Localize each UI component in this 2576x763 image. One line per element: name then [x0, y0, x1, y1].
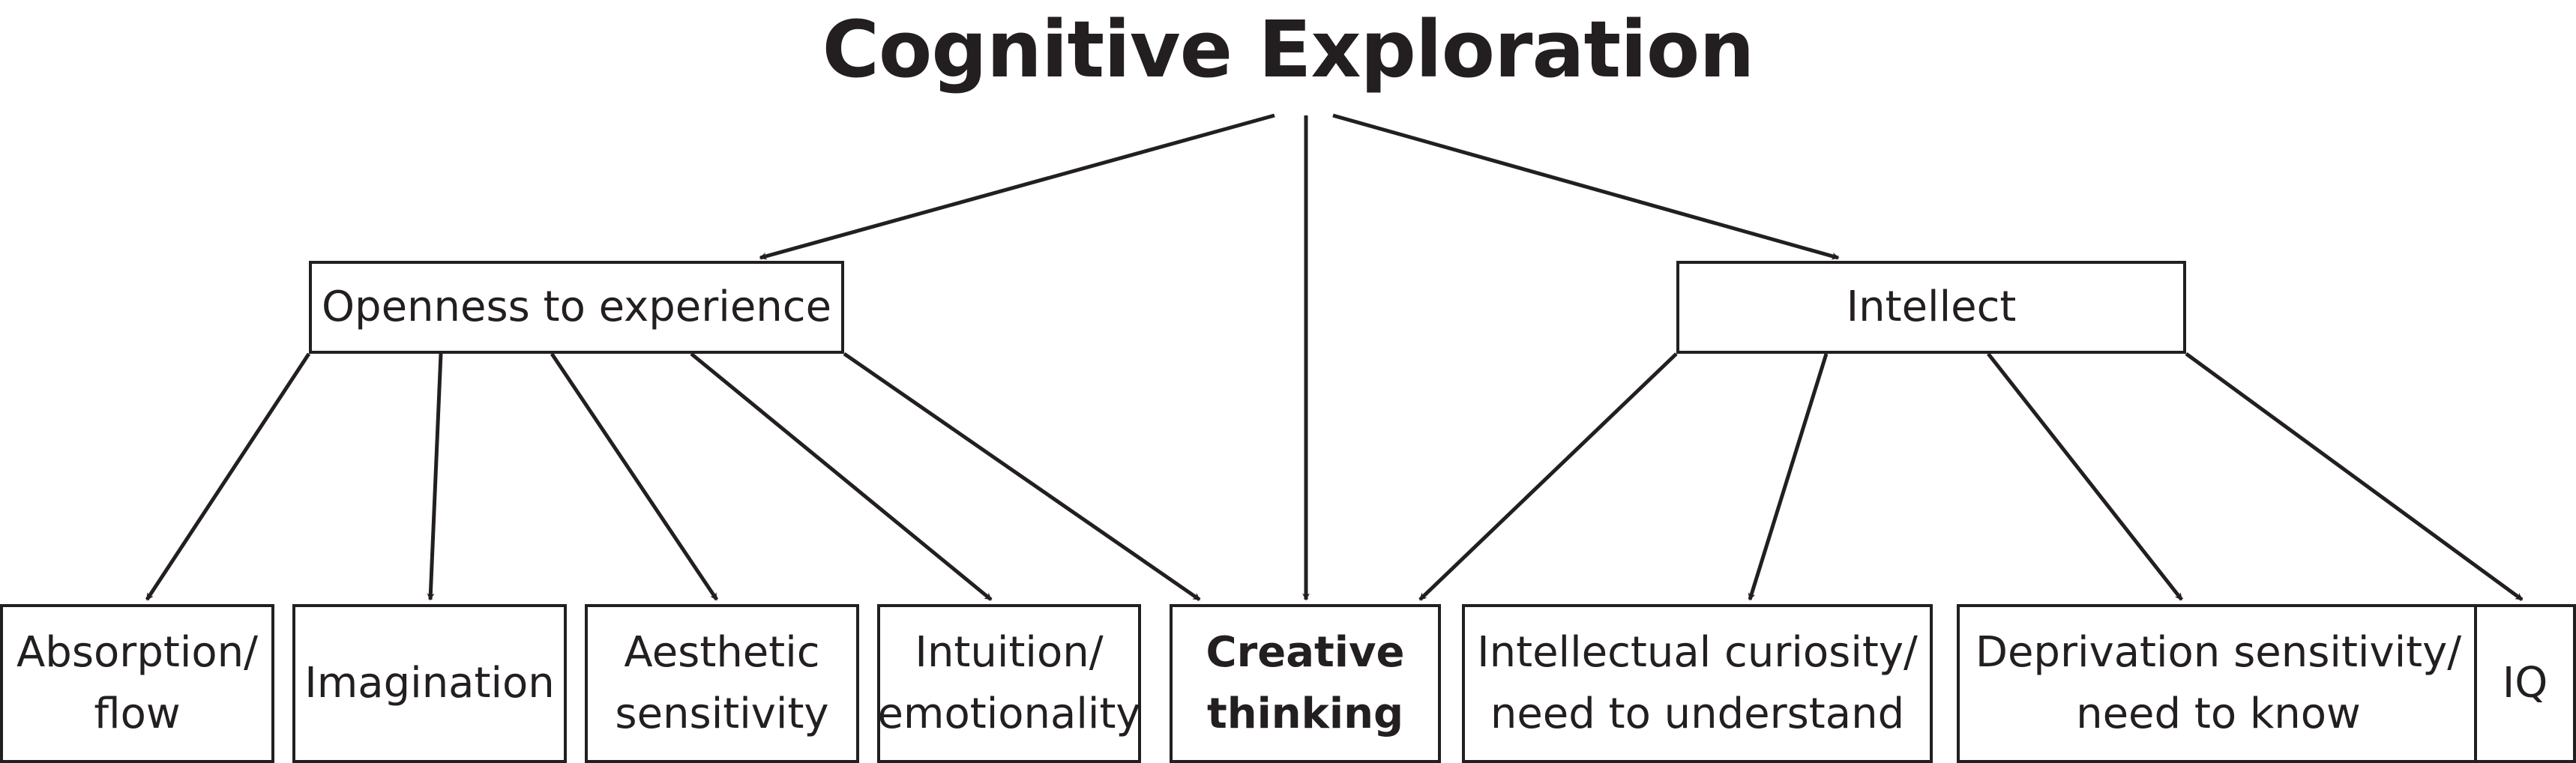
- edge-openness-to-absorption: [145, 352, 311, 601]
- edge-openness-to-creative: [843, 352, 1201, 602]
- node-imagination: Imagination: [292, 604, 567, 763]
- edge-openness-to-aesthetic: [550, 352, 719, 601]
- node-openness-to-experience: Openness to experience: [309, 261, 844, 354]
- node-intuition-emotionality: Intuition/ emotionality: [877, 604, 1141, 763]
- node-absorption-flow: Absorption/ flow: [0, 604, 274, 763]
- edge-intellect-to-curiosity: [1748, 353, 1829, 601]
- node-intellectual-curiosity: Intellectual curiosity/ need to understa…: [1462, 604, 1933, 763]
- edge-title-to-intellect: [1332, 113, 1840, 260]
- node-intellect: Intellect: [1676, 261, 2186, 354]
- edge-intellect-to-iq: [2185, 352, 2524, 602]
- node-creative-thinking: Creative thinking: [1170, 604, 1441, 763]
- edge-intellect-to-creative: [1418, 352, 1678, 601]
- edge-title-to-openness: [759, 113, 1275, 260]
- node-deprivation-sensitivity: Deprivation sensitivity/ need to know: [1957, 604, 2480, 763]
- node-iq: IQ: [2474, 604, 2576, 763]
- node-aesthetic-sensitivity: Aesthetic sensitivity: [585, 604, 859, 763]
- edge-intellect-to-deprivation: [1987, 352, 2183, 601]
- edge-openness-to-intuition: [690, 352, 993, 601]
- edge-openness-to-imagination: [427, 353, 443, 601]
- diagram-title: Cognitive Exploration: [822, 4, 1755, 95]
